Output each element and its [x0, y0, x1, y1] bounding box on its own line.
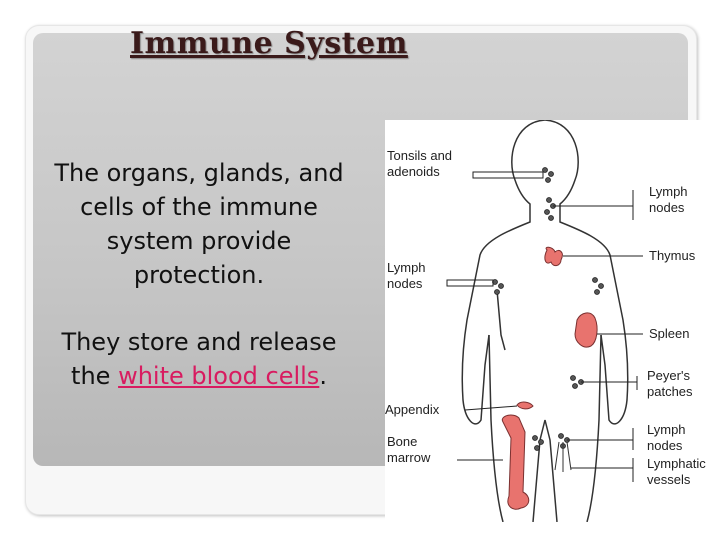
white-blood-cells-link[interactable]: white blood cells: [118, 362, 320, 390]
bone-marrow-shape: [501, 414, 530, 510]
body-outline: [461, 120, 629, 522]
immune-system-diagram: Tonsils and adenoids Lymph nodes Thymus …: [385, 120, 720, 522]
label-appendix: Appendix: [385, 402, 440, 417]
label-bone-marrow-1: Bone: [387, 434, 417, 449]
paragraph-2-text: They store and release the: [61, 328, 337, 390]
label-tonsils-2: adenoids: [387, 164, 440, 179]
slide-title: Immune System: [130, 26, 408, 61]
lymph-node-clusters: [492, 167, 604, 451]
label-lymph-nodes-upper-1: Lymph: [649, 184, 688, 199]
label-spleen: Spleen: [649, 326, 689, 341]
body-paragraph-2: They store and release the white blood c…: [40, 325, 358, 393]
body-paragraph-1: The organs, glands, and cells of the imm…: [54, 159, 344, 289]
appendix-shape: [516, 401, 534, 410]
label-peyers-1: Peyer's: [647, 368, 690, 383]
label-thymus: Thymus: [649, 248, 696, 263]
label-lymph-nodes-upper-2: nodes: [649, 200, 685, 215]
label-lymph-nodes-lower-2: nodes: [647, 438, 683, 453]
paragraph-2-period: .: [319, 362, 327, 390]
thymus-shape: [544, 246, 563, 267]
label-bone-marrow-2: marrow: [387, 450, 431, 465]
label-lymph-nodes-left-1: Lymph: [387, 260, 426, 275]
lymphatic-vessels-lines: [554, 441, 572, 472]
label-lymph-nodes-lower-1: Lymph: [647, 422, 686, 437]
spleen-shape: [574, 312, 598, 348]
label-peyers-2: patches: [647, 384, 693, 399]
leader-lines: [446, 171, 643, 482]
label-lymphatic-1: Lymphatic: [647, 456, 706, 471]
label-tonsils-1: Tonsils and: [387, 148, 452, 163]
label-lymphatic-2: vessels: [647, 472, 691, 487]
label-lymph-nodes-left-2: nodes: [387, 276, 423, 291]
